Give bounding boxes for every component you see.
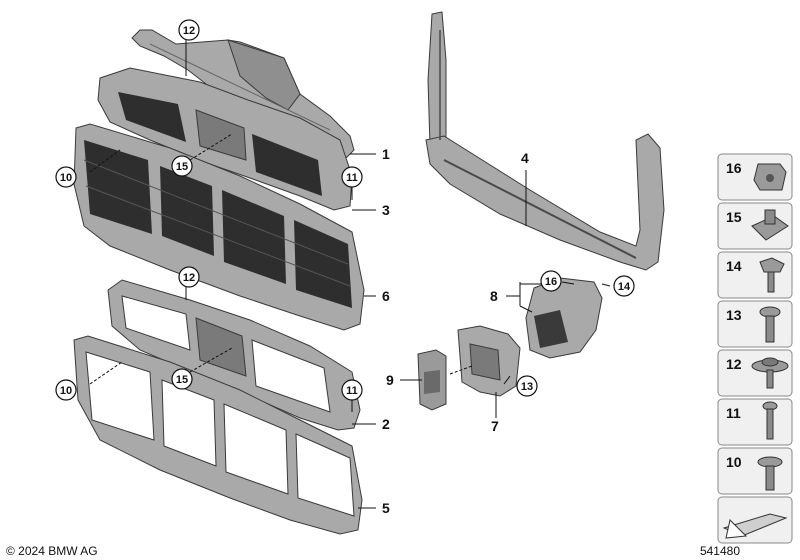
callout-12-bottom: 12 — [183, 272, 195, 284]
callout-numbers: 12 15 10 11 12 15 10 11 16 14 13 — [60, 25, 631, 397]
callout-12-top: 12 — [183, 25, 195, 37]
fastener-panel: 16 15 14 13 12 — [717, 153, 793, 544]
fastener-tile-15[interactable]: 15 — [717, 202, 793, 250]
fastener-label-13: 13 — [726, 307, 742, 323]
fastener-label-10: 10 — [726, 454, 742, 470]
label-part-3: 3 — [382, 202, 390, 218]
label-part-8: 8 — [490, 288, 498, 304]
callout-15-top: 15 — [176, 161, 188, 173]
label-part-5: 5 — [382, 500, 390, 516]
callout-14: 14 — [618, 281, 631, 293]
orientation-tile — [717, 496, 793, 544]
label-part-6: 6 — [382, 288, 390, 304]
callout-10-top: 10 — [60, 172, 72, 184]
fastener-tile-13[interactable]: 13 — [717, 300, 793, 348]
callout-13: 13 — [521, 381, 533, 393]
label-part-4: 4 — [521, 150, 529, 166]
fastener-label-12: 12 — [726, 356, 742, 372]
part-5-lower-grille[interactable] — [73, 335, 363, 535]
part-7-bracket[interactable] — [457, 325, 521, 397]
fastener-tile-11[interactable]: 11 — [717, 398, 793, 446]
callout-10-bottom: 10 — [60, 385, 72, 397]
label-part-2: 2 — [382, 416, 390, 432]
fastener-tile-12[interactable]: 12 — [717, 349, 793, 397]
fastener-tile-14[interactable]: 14 — [717, 251, 793, 299]
nut-hole-icon — [766, 174, 774, 182]
fastener-label-11: 11 — [726, 405, 741, 421]
hex-collar-screw-icon — [759, 257, 785, 273]
part-9-small-bracket[interactable] — [417, 349, 447, 411]
callout-circles — [55, 19, 635, 401]
part-3-upper-grille-frame[interactable] — [97, 67, 353, 211]
callout-11-top: 11 — [346, 172, 358, 184]
label-part-7: 7 — [491, 418, 499, 434]
part-4-front-carrier[interactable] — [425, 11, 665, 271]
fastener-label-16: 16 — [726, 160, 742, 176]
callout-16: 16 — [545, 276, 557, 288]
diagram-number: 541480 — [699, 544, 740, 558]
copyright-text: © 2024 BMW AG — [6, 544, 98, 558]
part-6-upper-grille-louvers[interactable] — [73, 123, 365, 331]
dashed-leaders — [89, 133, 473, 385]
callout-11-bottom: 11 — [346, 385, 358, 397]
callout-15-bottom: 15 — [176, 374, 188, 386]
fastener-tile-10[interactable]: 10 — [717, 447, 793, 495]
label-part-1: 1 — [382, 146, 390, 162]
fastener-label-15: 15 — [726, 209, 742, 225]
label-part-9: 9 — [386, 372, 394, 388]
fastener-tile-16[interactable]: 16 — [717, 153, 793, 201]
fastener-label-14: 14 — [726, 258, 742, 274]
part-8-side-air-duct[interactable] — [525, 277, 603, 359]
part-numbers: 1 3 6 2 5 4 8 9 7 — [382, 146, 529, 516]
